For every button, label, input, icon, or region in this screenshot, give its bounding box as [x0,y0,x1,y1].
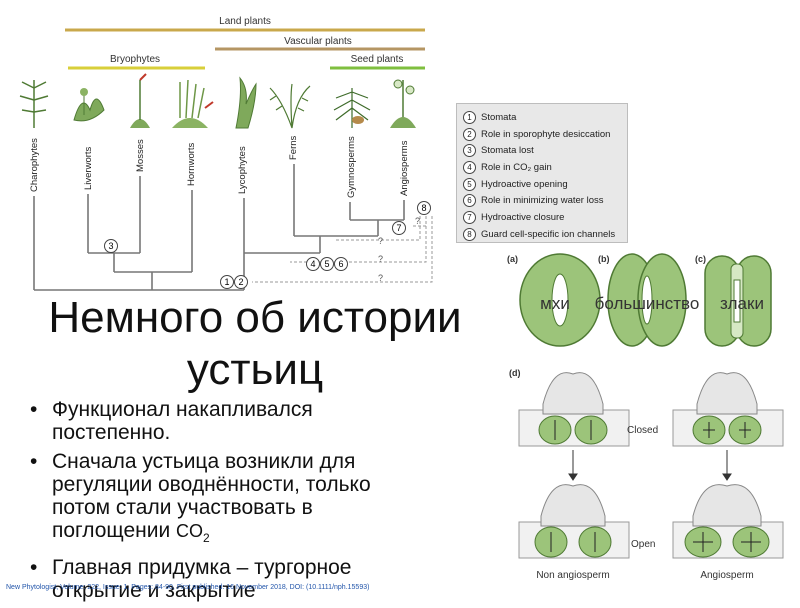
closed-label: Closed [627,425,658,436]
liverwort-drawing [73,88,105,122]
tree-branches [33,164,405,291]
marker-number: 6 [338,259,343,269]
legend-item: 2 Role in sporophyte desiccation [463,126,621,143]
closed-non-angiosperm-drawing [518,372,630,447]
open-non-angiosperm-drawing [518,484,630,559]
marker-number: 5 [324,259,329,269]
label-grasses: злаки [720,294,764,313]
panel-label: (b) [598,254,610,264]
legend-number: 6 [463,194,476,208]
title-line: устьиц [186,345,324,394]
angiosperm-drawing [390,79,416,128]
legend-text: Role in minimizing water loss [481,195,604,207]
moss-stoma-drawing [519,253,601,347]
legend-number: 2 [463,127,476,141]
label-mosses: мхи [540,294,570,313]
angiosperm-label: Angiosperm [700,570,753,581]
tree-markers: 3 1 2 4 5 6 7 8 [104,201,431,289]
legend-item: 7 Hydroactive closure [463,209,621,226]
title-line: Немного об истории [48,293,462,342]
moss-drawing [130,73,150,128]
question-mark: ? [415,216,420,226]
slide-title: Немного об истории устьиц [20,292,490,396]
legend-text: Guard cell-specific ion channels [481,228,616,240]
taxon-label: Ferns [288,135,299,160]
question-mark: ? [378,273,383,283]
lycophyte-drawing [235,76,257,129]
legend-number: 1 [463,110,476,124]
non-angiosperm-label: Non angiosperm [536,570,609,581]
bullet-text: Функционал накапливался постепенно. [52,398,313,444]
bullet-item: Сначала устьица возникли для регуляции о… [28,450,428,550]
taxon-label: Charophytes [29,138,40,192]
legend-text: Hydroactive opening [481,178,568,190]
legend-item: 4 Role in CO₂ gain [463,159,621,176]
stomata-cross-section-figure: (d) Closed [509,368,784,581]
gymnosperm-drawing [333,88,371,128]
question-mark: ? [378,254,383,264]
legend-number: 3 [463,144,476,158]
kidney-stoma-drawing [607,253,687,347]
legend-number: 7 [463,210,476,224]
legend-item: 5 Hydroactive opening [463,176,621,193]
dumbbell-stoma-drawing [704,255,772,347]
legend-number: 8 [463,227,476,241]
fern-drawing [269,83,311,129]
charophyte-drawing [19,80,49,128]
open-angiosperm-drawing [672,484,784,559]
bullet-list: Функционал накапливался постепенно. Снач… [28,398,428,608]
marker-number: 2 [238,277,243,287]
hornwort-drawing [172,79,214,128]
legend-text: Hydroactive closure [481,211,565,223]
bullet-item: Главная придумка – тургорное открытие и … [28,556,428,602]
seed-plants-label: Seed plants [351,54,404,65]
marker-number: 4 [310,259,315,269]
taxon-label: Hornworts [186,142,197,186]
legend-text: Stomata [481,111,517,123]
legend-number: 5 [463,177,476,191]
legend-number: 4 [463,160,476,174]
bryophytes-label: Bryophytes [110,54,160,65]
taxon-label: Lycophytes [237,146,248,194]
panel-label: (d) [509,368,521,378]
legend-box: 1 Stomata 2 Role in sporophyte desiccation… [456,103,628,243]
taxon-label: Mosses [135,139,146,172]
co2-subscript: 2 [203,531,210,546]
co2-text: CO [176,521,204,541]
down-arrows [568,450,732,481]
closed-angiosperm-drawing [672,372,784,447]
panel-label: (a) [507,254,518,264]
panel-label: (c) [695,254,706,264]
legend-item: 8 Guard cell-specific ion channels [463,226,621,243]
taxon-label: Gymnosperms [346,136,357,198]
marker-number: 7 [396,223,401,233]
legend-item: 6 Role in minimizing water loss [463,192,621,209]
phylogeny-figure: Land plants Vascular plants Bryophytes S… [19,16,433,291]
legend-item: 3 Stomata lost [463,142,621,159]
marker-number: 8 [421,203,426,213]
marker-number: 3 [108,241,113,251]
question-mark: ? [378,236,383,246]
bullet-text: Главная придумка – тургорное открытие и … [52,556,352,603]
citation-footer: New Phytologist, Volume: 222, Issue: 1, … [6,584,370,591]
marker-number: 1 [224,277,229,287]
taxon-label: Liverworts [83,146,94,190]
open-label: Open [631,539,655,550]
stomata-shapes-figure: (a) (b) (c) [507,253,772,347]
land-plants-label: Land plants [219,16,271,27]
legend-text: Role in CO₂ gain [481,161,552,173]
label-majority: большинство [594,294,700,313]
bullet-item: Функционал накапливался постепенно. [28,398,428,444]
legend-text: Stomata lost [481,145,534,157]
taxon-label: Angiosperms [399,140,410,196]
legend-item: 1 Stomata [463,109,621,126]
legend-text: Role in sporophyte desiccation [481,128,611,140]
vascular-plants-label: Vascular plants [284,36,352,47]
bullet-text: Сначала устьица возникли для регуляции о… [52,450,371,542]
